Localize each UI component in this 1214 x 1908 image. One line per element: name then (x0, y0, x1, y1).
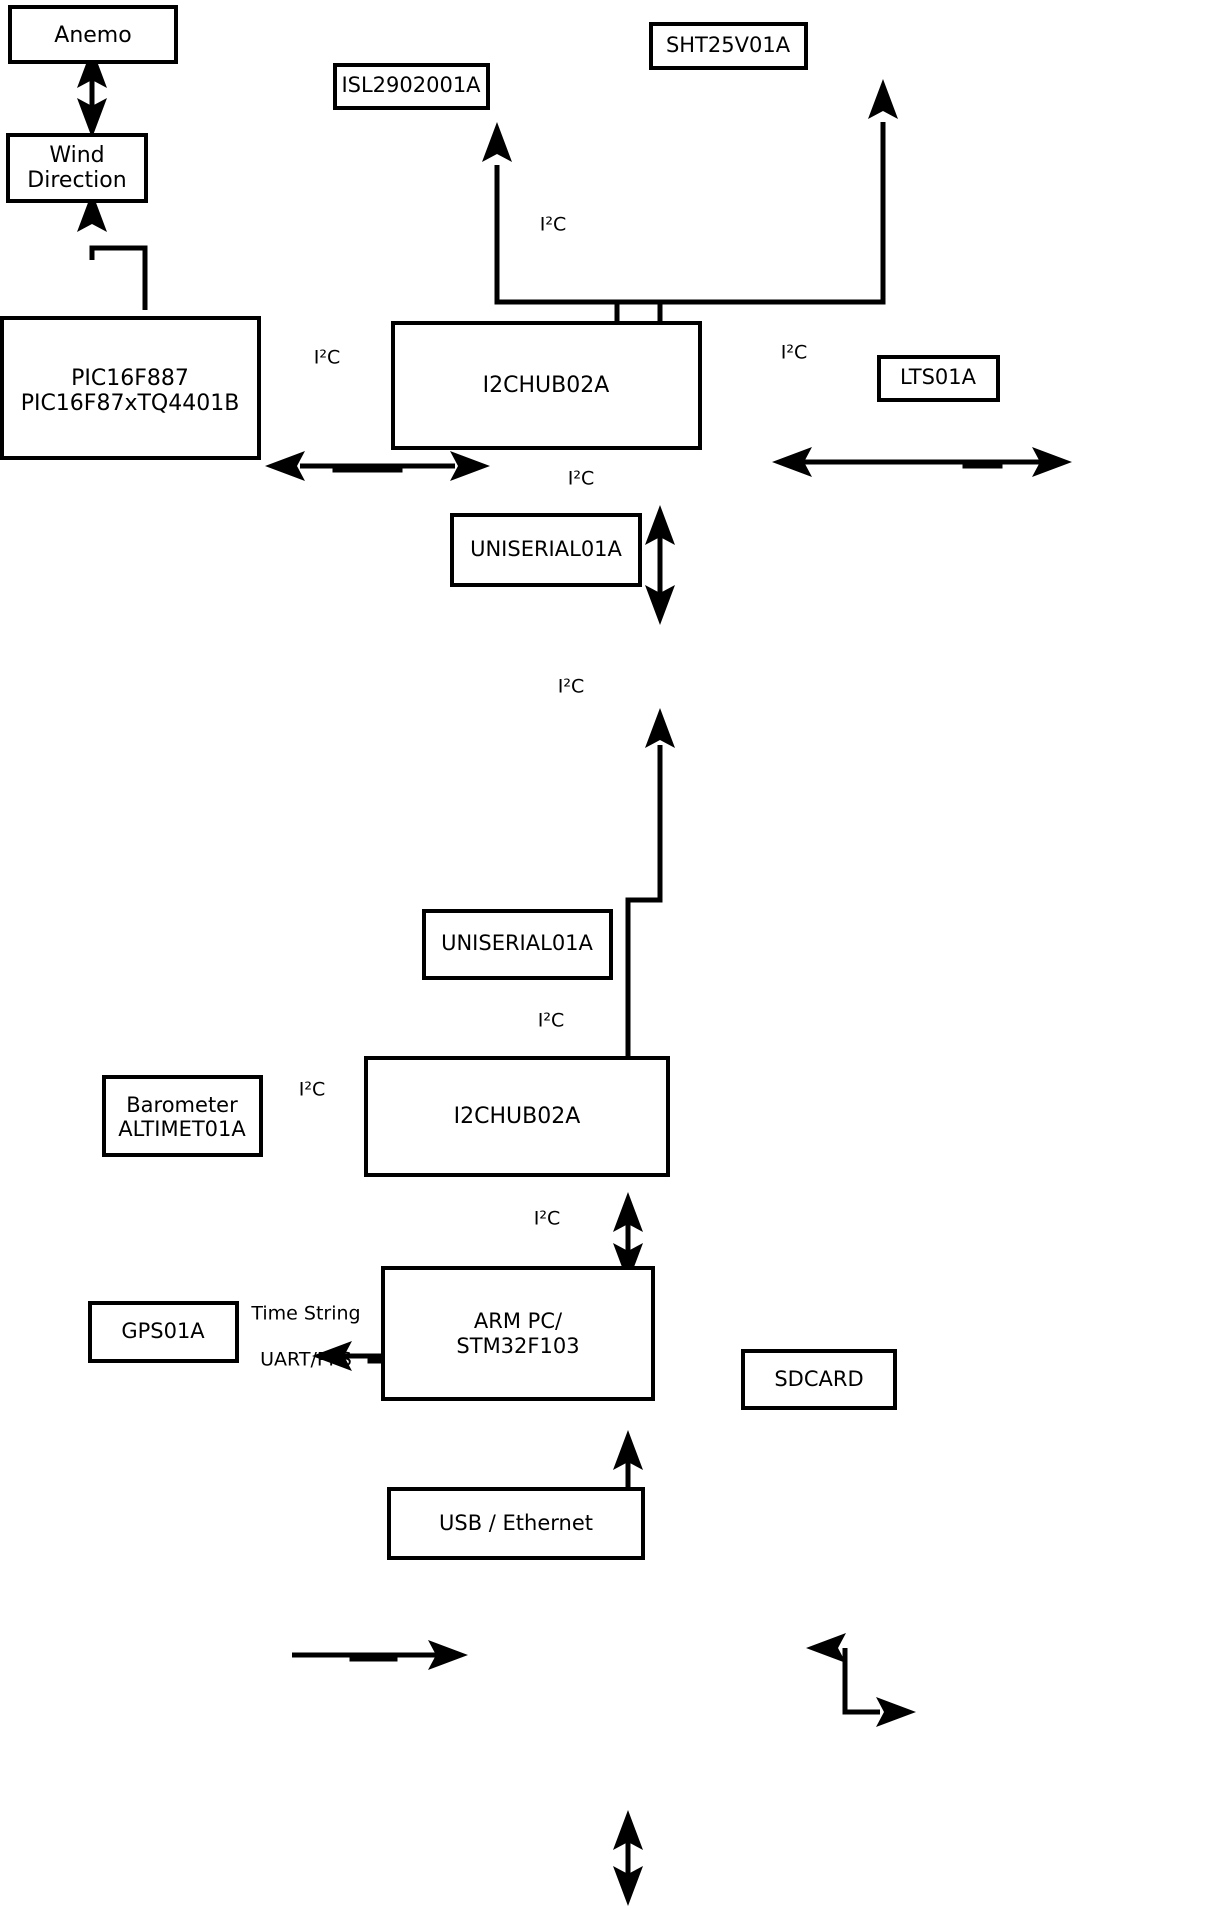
edge-label-hub-uniserial: I²C (568, 468, 595, 490)
edge-label-hub-lts: I²C (781, 342, 808, 364)
node-wind-direction-label-line1: Wind (49, 143, 104, 168)
node-isl2902001a[interactable]: ISL2902001A (333, 63, 490, 110)
node-lts01a-label: LTS01A (900, 365, 977, 389)
node-pic16f887-label-line2: PIC16F87xTQ4401B (21, 391, 240, 416)
node-gps01a-label: GPS01A (121, 1319, 205, 1343)
edge-uniserial-hubbot (613, 1192, 643, 1283)
node-gps01a[interactable]: GPS01A (88, 1301, 239, 1363)
edge-label-hubbot-arm: I²C (534, 1208, 561, 1230)
edge-arm-usb (613, 1810, 643, 1906)
node-sdcard[interactable]: SDCARD (741, 1349, 897, 1410)
node-barometer-label-line2: ALTIMET01A (118, 1117, 246, 1141)
node-anemo[interactable]: Anemo (8, 5, 178, 64)
edge-hub-lts (772, 447, 1072, 477)
edge-label-time-string: Time String (250, 1303, 360, 1325)
edge-label-barometer-hub: I²C (299, 1079, 326, 1101)
node-pic16f887-label-line1: PIC16F887 (71, 366, 189, 391)
node-arm-pc[interactable]: ARM PC/ STM32F103 (381, 1266, 655, 1401)
node-uniserial01a-bottom-label: UNISERIAL01A (441, 931, 593, 955)
node-anemo-label: Anemo (54, 23, 131, 48)
node-uniserial01a-bottom[interactable]: UNISERIAL01A (422, 909, 613, 980)
node-wind-direction[interactable]: Wind Direction (6, 133, 148, 203)
node-wind-direction-label-line2: Direction (27, 168, 126, 193)
node-sht25v01a-label: SHT25V01A (666, 33, 791, 57)
edge-hub-uniserial (645, 505, 675, 625)
node-isl2902001a-label: ISL2902001A (341, 73, 481, 97)
edge-arm-sdcard (806, 1633, 916, 1727)
node-pic16f887[interactable]: PIC16F887 PIC16F87xTQ4401B (0, 316, 261, 460)
edge-label-hub-bus: I²C (540, 214, 567, 236)
edge-uniserial-link (613, 708, 675, 1106)
edge-label-uniserial-link: I²C (558, 676, 585, 698)
node-barometer-altimet01a[interactable]: Barometer ALTIMET01A (102, 1075, 263, 1157)
edge-label-pic-hub: I²C (314, 347, 341, 369)
edge-pic-hub (265, 451, 490, 481)
node-i2chub02a-bottom[interactable]: I2CHUB02A (364, 1056, 670, 1177)
edge-label-uart-pps: UART/PPS (260, 1349, 352, 1371)
node-uniserial01a-top[interactable]: UNISERIAL01A (450, 513, 642, 587)
edge-anemo-wind (77, 48, 107, 138)
node-arm-pc-label-line1: ARM PC/ (474, 1309, 563, 1333)
node-sht25v01a[interactable]: SHT25V01A (649, 22, 808, 70)
node-usb-ethernet-label: USB / Ethernet (439, 1511, 593, 1535)
node-usb-ethernet[interactable]: USB / Ethernet (387, 1487, 645, 1560)
node-i2chub02a-top[interactable]: I2CHUB02A (391, 321, 702, 450)
node-i2chub02a-bottom-label: I2CHUB02A (454, 1104, 581, 1129)
node-sdcard-label: SDCARD (774, 1367, 863, 1391)
node-arm-pc-label-line2: STM32F103 (456, 1334, 579, 1358)
node-uniserial01a-top-label: UNISERIAL01A (470, 537, 622, 561)
edge-label-uniserial-hubbot: I²C (538, 1010, 565, 1032)
node-barometer-label-line1: Barometer (126, 1093, 238, 1117)
node-i2chub02a-top-label: I2CHUB02A (483, 373, 610, 398)
edge-gps-arm (292, 1640, 468, 1670)
node-lts01a[interactable]: LTS01A (877, 355, 1000, 402)
